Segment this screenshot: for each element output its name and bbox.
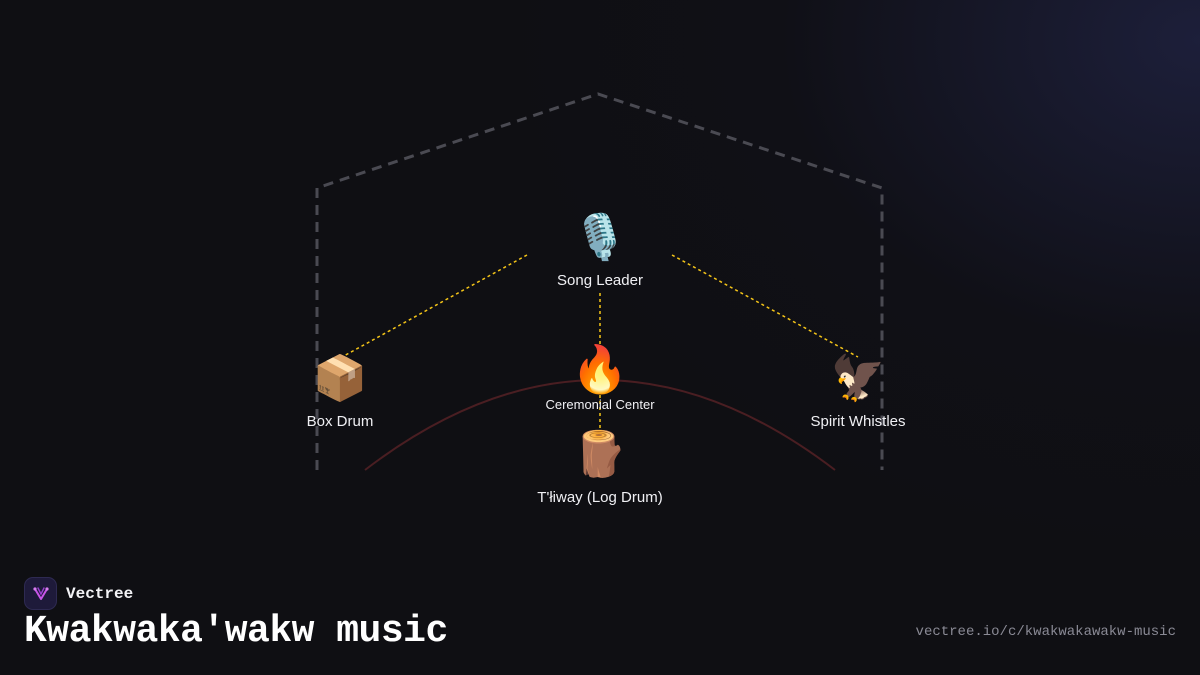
fire-icon: 🔥 bbox=[571, 343, 629, 395]
source-url[interactable]: vectree.io/c/kwakwakawakw-music bbox=[915, 624, 1176, 640]
node-label: Ceremonial Center bbox=[545, 397, 655, 412]
vectree-fork-icon bbox=[24, 577, 57, 610]
edge-song-leader-spirit-whistles bbox=[671, 254, 859, 358]
node-label: Song Leader bbox=[557, 272, 643, 289]
box-icon: 📦 bbox=[312, 354, 368, 403]
page-title: Kwakwaka'wakw music bbox=[24, 610, 448, 653]
node-label: Box Drum bbox=[306, 413, 374, 430]
node-log-drum[interactable]: 🪵 T'łiway (Log Drum) bbox=[537, 427, 662, 506]
node-spirit-whistles[interactable]: 🦅 Spirit Whistles bbox=[810, 351, 905, 430]
edge-song-leader-box-drum bbox=[341, 254, 528, 358]
node-ceremonial-center[interactable]: 🔥 Ceremonial Center bbox=[545, 341, 654, 412]
brand-name: Vectree bbox=[66, 584, 134, 603]
bighouse-outline bbox=[315, 92, 884, 470]
log-icon: 🪵 bbox=[572, 430, 628, 479]
microphone-icon: 🎙️ bbox=[572, 213, 628, 262]
eagle-icon: 🦅 bbox=[830, 354, 886, 403]
brand: Vectree bbox=[24, 577, 133, 610]
node-song-leader[interactable]: 🎙️ Song Leader bbox=[557, 210, 643, 289]
node-label: Spirit Whistles bbox=[810, 413, 906, 430]
node-label: T'łiway (Log Drum) bbox=[537, 489, 663, 506]
node-box-drum[interactable]: 📦 Box Drum bbox=[307, 351, 374, 430]
